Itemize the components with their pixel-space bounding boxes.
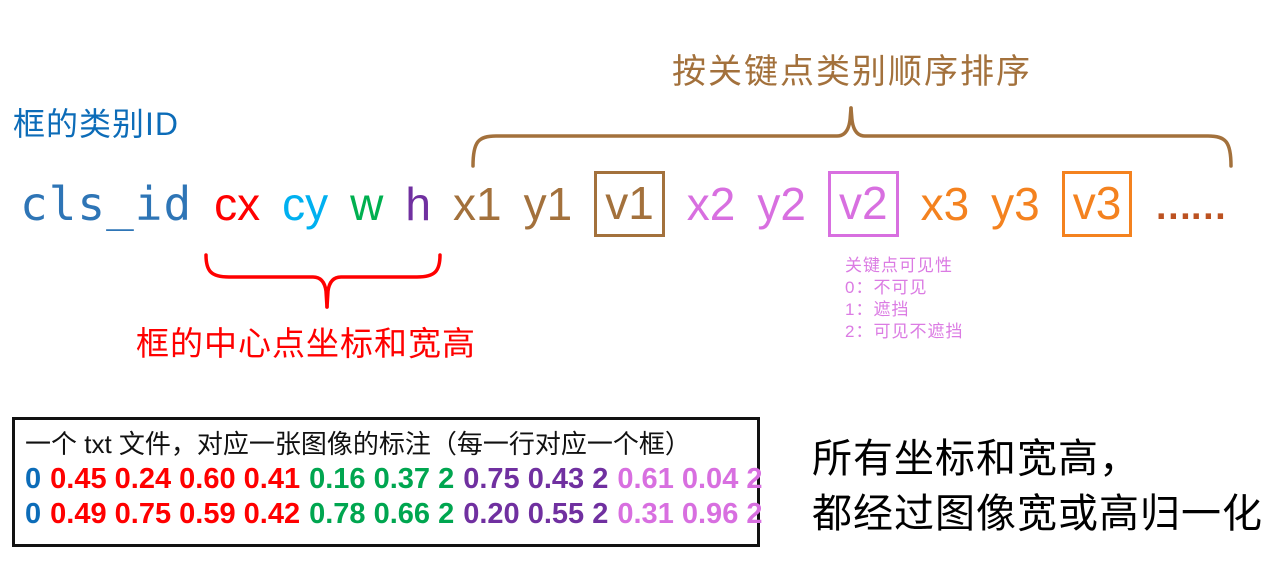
annotation-segment: 0 — [25, 498, 42, 530]
keypoint-order-label: 按关键点类别顺序排序 — [672, 53, 1032, 91]
visibility-note-line: 1：遮挡 — [845, 300, 910, 319]
visibility-note-line: 关键点可见性 — [845, 256, 953, 275]
keypoints-overbrace — [471, 106, 1233, 168]
format-token-cls_id: cls_id — [20, 177, 193, 231]
normalization-note-line: 所有坐标和宽高， — [812, 437, 1140, 481]
normalization-note: 所有坐标和宽高， 都经过图像宽或高归一化 — [812, 432, 1263, 542]
format-token-box-v1: v1 — [594, 171, 665, 237]
format-token-……: …… — [1154, 186, 1227, 228]
annotation-segment: 0.75 0.43 2 — [463, 463, 609, 495]
format-token-cx: cx — [214, 178, 261, 230]
visibility-note-line: 2：可见不遮挡 — [845, 322, 964, 341]
format-token-x2: x2 — [686, 178, 736, 230]
normalization-note-line: 都经过图像宽或高归一化 — [812, 492, 1263, 536]
format-token-cy: cy — [282, 178, 329, 230]
format-token-x1: x1 — [453, 178, 502, 230]
annotation-segment: 0.20 0.55 2 — [463, 498, 609, 530]
format-token-x3: x3 — [920, 178, 970, 230]
format-token-y1: y1 — [523, 178, 573, 230]
bbox-underbrace — [204, 253, 442, 309]
annotation-segment: 0.49 0.75 0.59 0.42 — [50, 498, 301, 530]
annotation-segment: 0.78 0.66 2 — [309, 498, 455, 530]
annotation-segment: 0.61 0.04 2 — [617, 463, 763, 495]
format-token-box-v2: v2 — [827, 171, 899, 237]
annotation-segment: 0.31 0.96 2 — [617, 498, 763, 530]
visibility-note-line: 0：不可见 — [845, 278, 928, 297]
format-token-w: w — [350, 178, 384, 230]
format-token-y2: y2 — [757, 178, 806, 230]
visibility-note: 关键点可见性 0：不可见 1：遮挡 2：可见不遮挡 — [845, 255, 963, 343]
format-token-box-v3: v3 — [1061, 171, 1133, 237]
annotation-segment: 0 — [25, 463, 42, 495]
format-token-y3: y3 — [991, 178, 1040, 230]
annotation-segment: 0.16 0.37 2 — [309, 463, 455, 495]
box-class-id-label: 框的类别ID — [13, 106, 180, 142]
sample-box-title: 一个 txt 文件，对应一张图像的标注（每一行对应一个框） — [25, 429, 691, 459]
annotation-segment: 0.45 0.24 0.60 0.41 — [50, 463, 301, 495]
bbox-center-label: 框的中心点坐标和宽高 — [136, 325, 476, 362]
format-token-h: h — [405, 178, 431, 230]
